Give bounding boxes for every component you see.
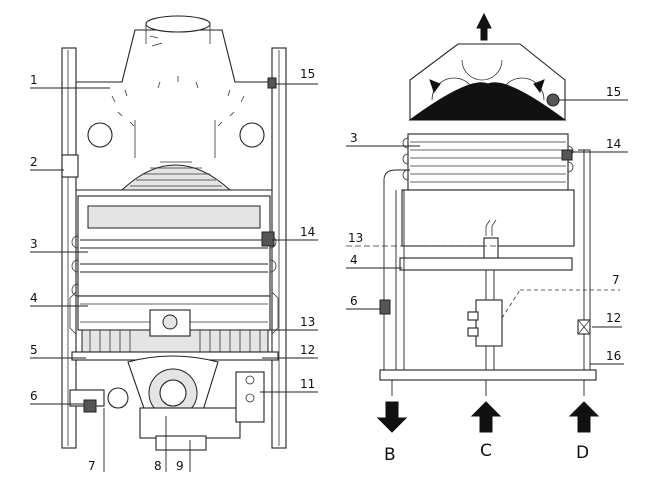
callout-left-11: 11 [300,377,315,391]
callout-right-14: 14 [606,137,621,151]
callout-left-4: 4 [30,291,38,305]
control-valve-unit [107,355,265,451]
callout-left-6: 6 [30,389,38,403]
heat-exchanger [71,195,277,297]
callout-left-15: 15 [300,67,315,81]
hot-water-pipe [383,169,410,370]
callout-left-3: 3 [30,237,38,251]
schematic-outlet-fitting [379,299,391,315]
schematic-combustion-chamber [401,189,575,247]
callout-right-3: 3 [350,131,358,145]
schematic-electrode [483,237,499,259]
callout-left-8: 8 [154,459,162,473]
flue-gas-flow [408,82,567,121]
schematic-gas-valve [475,299,503,347]
schematic-view: B C D [376,12,600,465]
flue-exhaust-arrow [476,12,492,41]
right-callouts: 3 4 6 7 12 13 14 15 16 [346,85,628,365]
side-bracket [61,154,79,178]
schematic-temp-sensor [561,149,573,161]
callout-right-16: 16 [606,349,621,363]
callout-right-12: 12 [606,311,621,325]
connection-label-c: C [480,441,492,461]
callout-left-1: 1 [30,73,38,87]
battery-box [107,387,129,409]
callout-left-12: 12 [300,343,315,357]
flue-outlet-collar [145,15,211,33]
callout-left-2: 2 [30,155,38,169]
schematic-heat-exchanger [407,133,569,191]
callout-left-5: 5 [30,343,38,357]
callout-left-7: 7 [88,459,96,473]
temperature-sensor [261,231,275,247]
flue-hood [75,15,277,191]
inlet-arrow-c [470,401,502,433]
callout-left-13: 13 [300,315,315,329]
water-valve-body [235,371,265,423]
schematic-base-plate [379,369,597,381]
callout-right-15: 15 [606,85,621,99]
hood-outlet-grille [120,164,232,191]
cold-water-pipe [578,149,591,370]
hood-overheat-sensor [267,77,277,89]
hood-vent-hole-left [87,122,113,148]
connection-label-b: B [384,445,396,465]
outlet-connector [83,399,97,413]
inlet-arrow-d [568,401,600,433]
outlet-arrow-b [376,401,408,433]
hood-vent-hole-right [239,122,265,148]
callout-left-14: 14 [300,225,315,239]
left-frame-rail [61,47,77,449]
callout-right-7: 7 [612,273,620,287]
control-knob [159,379,187,407]
gas-valve-body [139,407,241,439]
connection-label-d: D [576,443,589,463]
callout-left-9: 9 [176,459,184,473]
left-callouts: 1 2 3 4 5 6 7 8 9 11 12 13 14 15 [30,67,318,473]
schematic-burner [399,257,573,271]
callout-right-6: 6 [350,294,358,308]
schematic-overheat-sensor [546,93,560,107]
callout-right-13: 13 [348,231,363,245]
callout-right-4: 4 [350,253,358,267]
appliance-front-view [61,15,287,451]
inlet-connections [155,435,207,451]
